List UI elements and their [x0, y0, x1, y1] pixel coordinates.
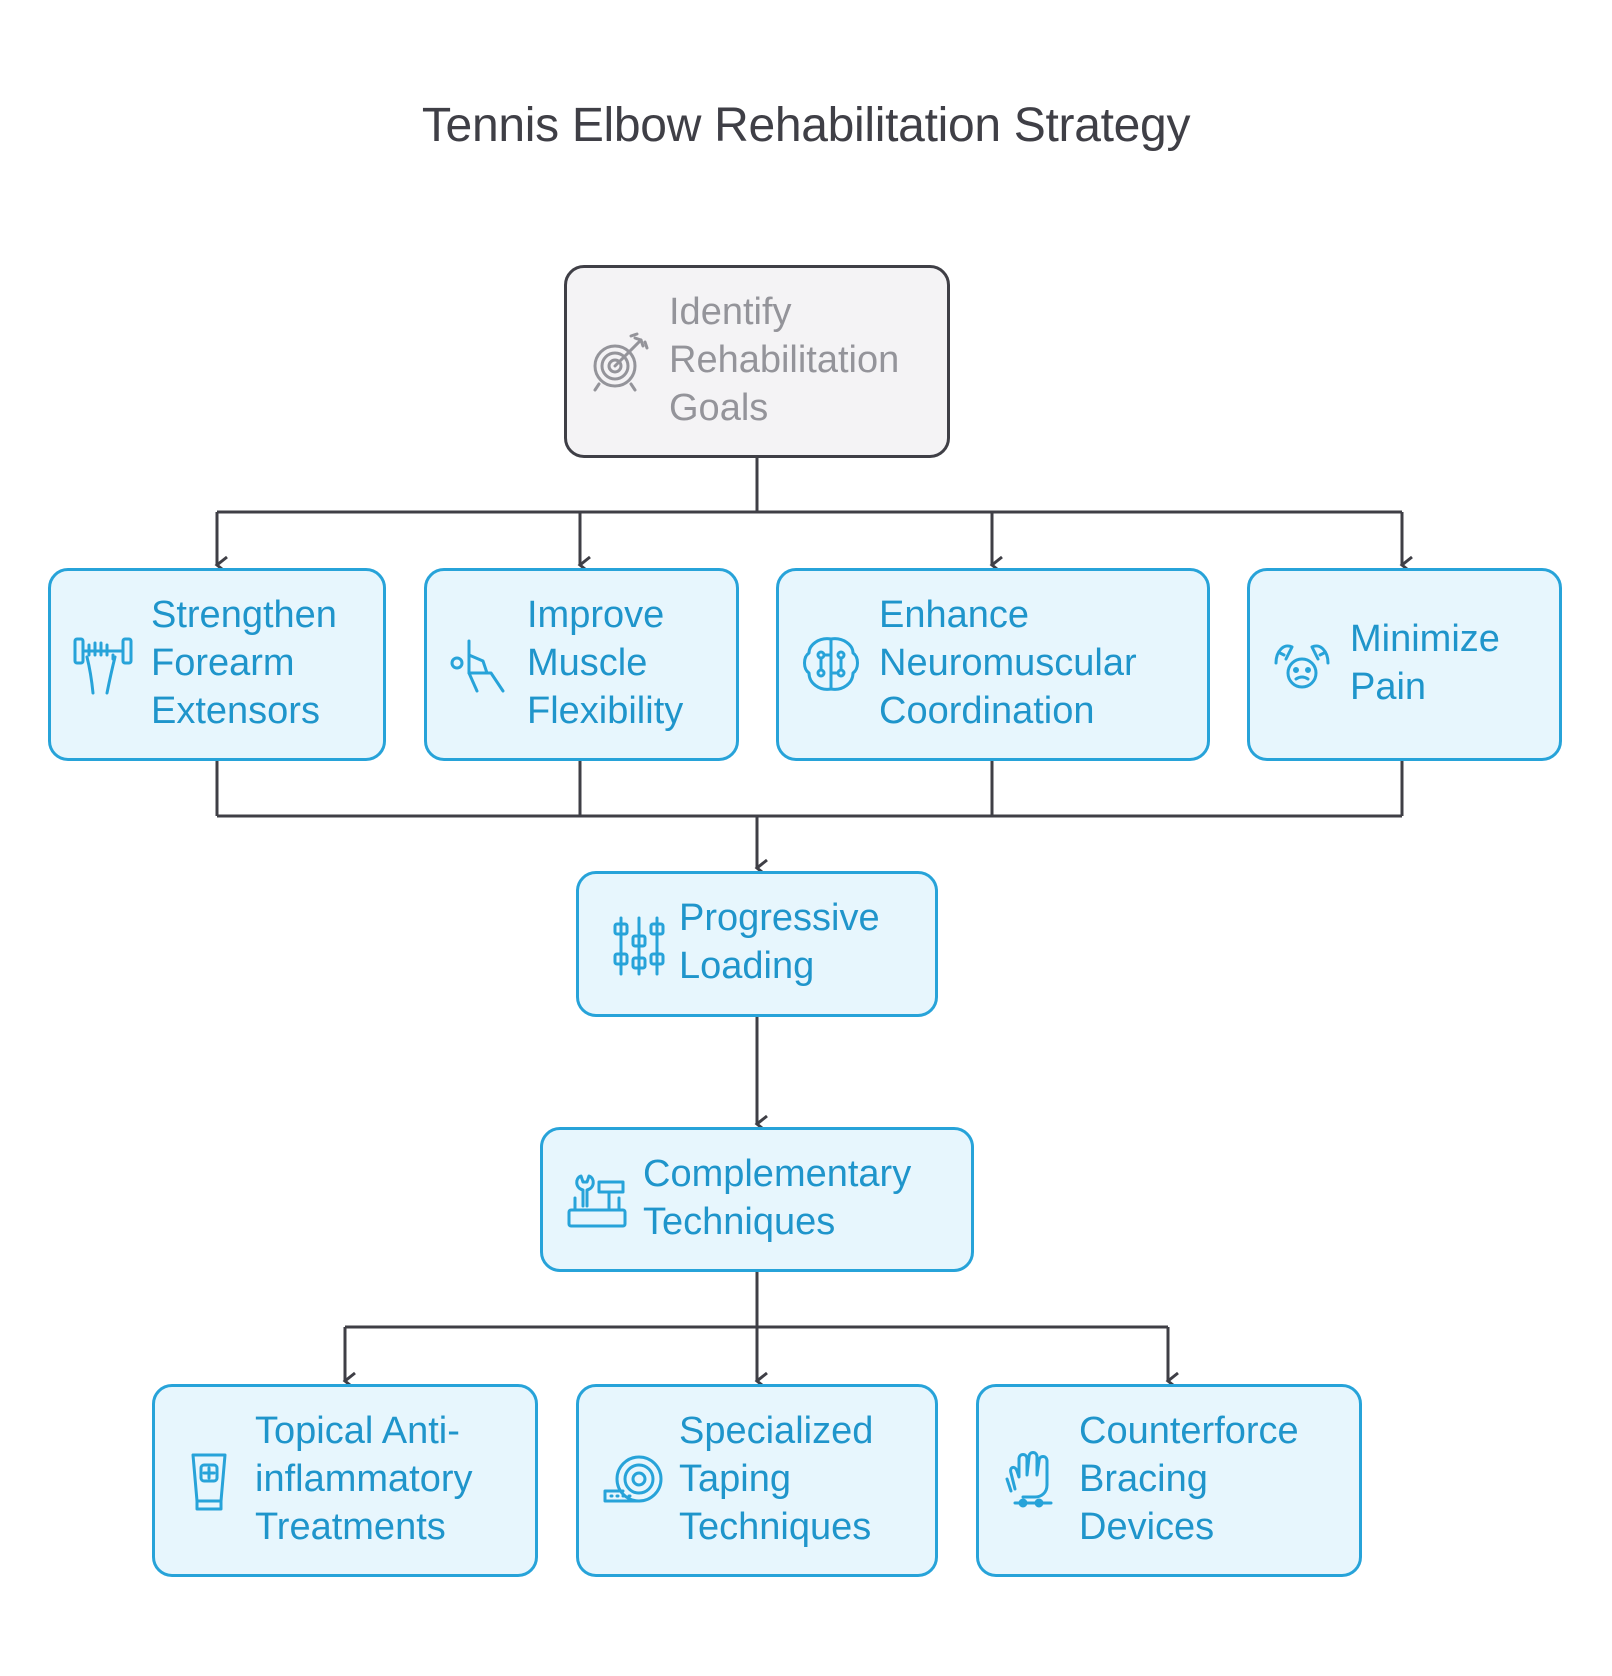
- node-strengthen-forearm: Strengthen Forearm Extensors: [48, 568, 386, 761]
- strengthen-label: Strengthen Forearm Extensors: [151, 594, 337, 732]
- node-enhance-coordination: Enhance Neuromuscular Coordination: [776, 568, 1210, 761]
- flexibility-label: Improve Muscle Flexibility: [527, 594, 684, 732]
- stretching-person-icon: [447, 633, 511, 697]
- node-complementary-techniques: Complementary Techniques: [540, 1127, 974, 1272]
- taping-label: Specialized Taping Techniques: [679, 1410, 874, 1548]
- node-taping-techniques: Specialized Taping Techniques: [576, 1384, 938, 1577]
- tape-roll-icon: [601, 1449, 665, 1513]
- bracing-label: Counterforce Bracing Devices: [1079, 1410, 1299, 1548]
- root-label: Identify Rehabilitation Goals: [669, 291, 900, 429]
- node-bracing-devices: Counterforce Bracing Devices: [976, 1384, 1362, 1577]
- pain-label: Minimize Pain: [1350, 618, 1500, 708]
- node-topical-treatments: Topical Anti- inflammatory Treatments: [152, 1384, 538, 1577]
- node-minimize-pain: Minimize Pain: [1247, 568, 1562, 761]
- diagram-title: Tennis Elbow Rehabilitation Strategy: [421, 99, 1191, 152]
- node-improve-flexibility: Improve Muscle Flexibility: [424, 568, 739, 761]
- progressive-label: Progressive Loading: [679, 897, 880, 987]
- dumbbell-hand-icon: [71, 633, 135, 697]
- topical-label: Topical Anti- inflammatory Treatments: [255, 1410, 473, 1548]
- brace-glove-icon: [1001, 1449, 1065, 1513]
- node-progressive-loading: Progressive Loading: [576, 871, 938, 1017]
- face-hands-icon: [1270, 633, 1334, 697]
- complementary-label: Complementary Techniques: [643, 1153, 912, 1243]
- toolbox-icon: [565, 1170, 629, 1234]
- cream-tube-icon: [177, 1449, 241, 1513]
- brain-circuit-icon: [799, 633, 863, 697]
- target-arrow-icon: [587, 330, 651, 394]
- coordination-label: Enhance Neuromuscular Coordination: [879, 594, 1137, 732]
- node-identify-goals: Identify Rehabilitation Goals: [564, 265, 950, 458]
- weight-plates-icon: [607, 914, 671, 978]
